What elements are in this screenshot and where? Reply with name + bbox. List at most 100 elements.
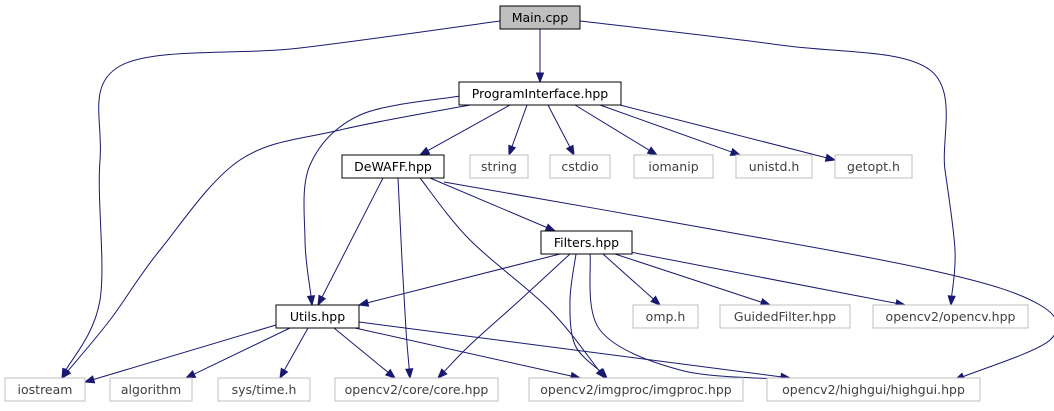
edge-arrowhead [418,146,431,156]
edge-utils-to-iostream [83,324,277,384]
edge-utils-to-algorithm [184,327,291,379]
edge-arrowhead [306,295,316,307]
edge-arrowhead [646,146,659,156]
edge-line [589,253,783,380]
edge-pi-to-iostream [61,104,471,380]
edge-line [333,327,390,374]
node-box [469,154,529,179]
node-label: Main.cpp [512,10,569,25]
edge-arrowhead [437,368,448,379]
edge-arrowhead [535,72,545,84]
edge-filters-to-imgproc [569,253,608,379]
dependency-edges [61,20,1054,384]
edge-line [66,104,471,373]
node-utils[interactable]: Utils.hpp [275,304,360,329]
node-algorithm: algorithm [109,377,193,402]
edge-arrowhead [729,147,742,156]
edge-arrowhead [83,375,96,384]
node-main: Main.cpp [499,5,581,30]
node-label: Utils.hpp [290,309,345,324]
edge-line [443,181,1054,378]
edge-pi-to-iomanip [574,104,659,156]
node-box [719,304,851,329]
node-box [334,377,499,402]
node-label: getopt.h [847,159,900,174]
edge-dewaff-to-core [397,177,414,380]
node-box [458,81,622,106]
edge-filters-to-opencv [629,251,907,308]
edge-main-to-opencv [579,20,956,307]
node-label: DeWAFF.hpp [354,159,432,174]
edge-pi-to-cstdio [547,104,575,157]
edge-arrowhead [279,367,289,380]
edge-line [354,327,573,377]
edge-utils-to-systime [279,327,309,380]
node-box [341,154,445,179]
edge-line [283,327,309,372]
edge-arrowhead [544,223,557,232]
node-box [872,304,1029,329]
node-label: opencv2/opencv.hpp [886,309,1016,324]
edge-arrowhead [508,144,517,157]
node-label: iostream [18,382,73,397]
node-omp: omp.h [632,304,699,329]
edge-line [443,253,571,373]
node-core: opencv2/core/core.hpp [334,377,499,402]
edge-arrowhead [61,367,72,380]
edge-line [92,324,277,381]
edge-line [366,253,561,304]
edge-line [321,177,384,299]
edge-arrowhead [824,153,837,162]
node-string: string [469,154,529,179]
node-pi[interactable]: ProgramInterface.hpp [458,81,622,106]
node-box [109,377,193,402]
node-label: unistd.h [749,159,800,174]
node-label: algorithm [121,382,181,397]
node-iostream: iostream [4,377,86,402]
node-filters[interactable]: Filters.hpp [540,230,633,255]
edge-line [65,20,501,372]
node-box [735,154,813,179]
edge-line [511,104,528,148]
node-imgproc: opencv2/imgproc/imgproc.hpp [528,377,744,402]
node-box [4,377,86,402]
edge-line [192,327,291,375]
node-box [275,304,360,329]
node-systime: sys/time.h [217,377,311,402]
node-unistd: unistd.h [735,154,813,179]
node-label: ProgramInterface.hpp [472,86,609,101]
edge-line [426,104,511,152]
node-dewaff[interactable]: DeWAFF.hpp [341,154,445,179]
edge-line [429,177,548,229]
edge-line [419,177,601,373]
node-cstdio: cstdio [549,154,611,179]
node-label: cstdio [561,159,598,174]
edge-line [358,321,783,378]
node-box [633,154,714,179]
node-box [834,154,913,179]
edge-line [579,20,956,298]
edge-line [574,104,651,152]
edge-pi-to-string [508,104,528,157]
edge-line [629,251,898,304]
edge-pi-to-unistd [599,104,742,156]
node-box [766,377,981,402]
node-box [217,377,311,402]
edge-filters-to-utils [357,253,561,307]
node-box [540,230,633,255]
edge-utils-to-highgui [358,321,792,381]
edge-arrowhead [405,368,414,380]
edge-line [619,104,828,159]
edge-filters-to-core [437,253,571,379]
edge-arrowhead [184,370,197,379]
node-box [632,304,699,329]
node-label: sys/time.h [232,382,297,397]
edge-line [614,253,763,303]
node-label: opencv2/imgproc/imgproc.hpp [540,382,731,397]
edge-pi-to-dewaff [418,104,511,156]
edge-dewaff-to-highgui [443,181,1054,381]
node-label: GuidedFilter.hpp [734,309,836,324]
node-label: string [481,159,517,174]
edge-arrowhead [317,294,327,307]
edge-dewaff-to-filters [429,177,557,232]
